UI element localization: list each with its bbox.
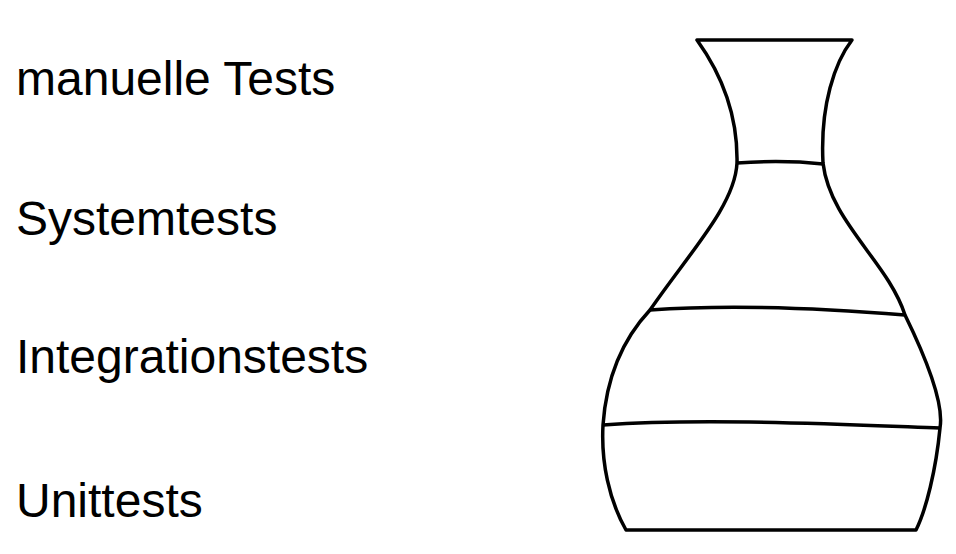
- band-line: [603, 422, 940, 428]
- test-level-label: Systemtests: [16, 195, 277, 243]
- band-line: [650, 307, 905, 315]
- test-level-label: Unittests: [16, 477, 203, 525]
- band-line: [737, 162, 823, 164]
- vase-outline: [603, 40, 941, 530]
- test-level-label: Integrationstests: [16, 333, 368, 381]
- test-level-label: manuelle Tests: [16, 55, 335, 103]
